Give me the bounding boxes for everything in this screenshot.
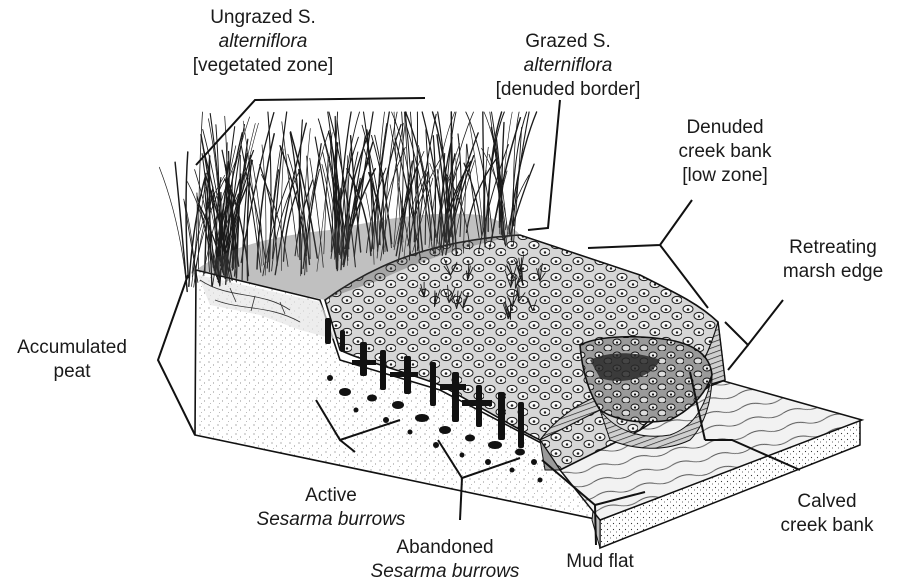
spartina-grass <box>158 111 546 320</box>
label-ungrazed: Ungrazed S. alterniflora [vegetated zone… <box>192 7 334 76</box>
label-peat: Accumulated peat <box>17 337 127 382</box>
label-retreating: Retreating marsh edge <box>782 237 884 282</box>
label-grazed: Grazed S. alterniflora [denuded border] <box>495 31 641 100</box>
label-denuded: Denuded creek bank [low zone] <box>678 117 772 186</box>
label-active: Active Sesarma burrows <box>256 485 406 530</box>
leader-lines <box>156 97 801 546</box>
label-calved: Calved creek bank <box>780 491 874 536</box>
label-abandoned: Abandoned Sesarma burrows <box>370 537 520 582</box>
burrows <box>325 318 543 483</box>
label-mudflat: Mud flat <box>566 551 634 572</box>
